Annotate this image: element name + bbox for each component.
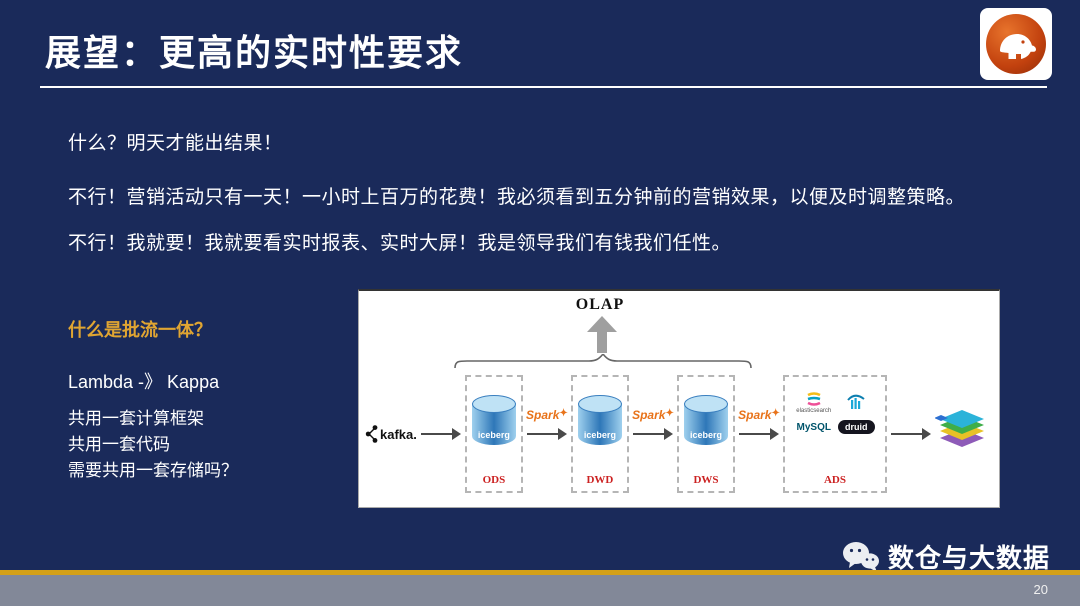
stage-dws: iceberg DWS (676, 375, 735, 493)
gold-divider (0, 570, 1080, 575)
left-point-1: 共用一套计算框架 (68, 409, 204, 428)
up-arrow-icon (587, 316, 617, 332)
iceberg-label: iceberg (583, 430, 616, 440)
kafka-label: kafka. (380, 426, 417, 442)
title-divider (40, 86, 1047, 88)
bottom-bar: 20 (0, 575, 1080, 606)
stage-label-dws: DWS (693, 474, 719, 486)
left-point-3: 需要共用一套存储吗？ (68, 461, 238, 480)
bi-layers-icon (934, 409, 989, 460)
stage-label-ods: ODS (482, 474, 506, 486)
olap-engine-icon (847, 394, 865, 409)
stage-label-dwd: DWD (586, 474, 614, 486)
druid-logo: druid (838, 420, 875, 434)
flow-arrow-spark: Spark✦ (738, 408, 780, 458)
brand-logo (980, 8, 1052, 80)
iceberg-icon: iceberg (471, 395, 516, 445)
spark-star-icon: ✦ (665, 408, 674, 419)
body-line-2: 不行！营销活动只有一天！一小时上百万的花费！我必须看到五分钟前的营销效果，以便及… (68, 187, 966, 208)
ads-tools: elasticsearch MySQL druid (792, 391, 879, 434)
account-name: 数仓与大数据 (887, 543, 1050, 573)
left-heading: 什么是批流一体？ (68, 320, 212, 340)
stage-label-ads: ADS (823, 474, 846, 486)
kafka-logo: kafka. (365, 424, 417, 444)
elasticsearch-label: elasticsearch (796, 408, 832, 414)
architecture-diagram-panel: OLAP kafka. iceberg (358, 289, 1000, 508)
iceberg-label: iceberg (689, 430, 722, 440)
flow-arrow (420, 410, 462, 458)
body-line-3: 不行！我就要！我就要看实时报表、实时大屏！我是领导我们有钱我们任性。 (68, 233, 732, 254)
left-point-2: 共用一套代码 (68, 435, 170, 454)
curly-brace-icon (454, 354, 752, 369)
stage-ads: elasticsearch MySQL druid ADS (783, 375, 887, 493)
flow-arrow-spark: Spark✦ (632, 408, 674, 458)
wechat-icon (842, 541, 879, 572)
spark-logo: Spark✦ (632, 408, 674, 422)
spark-logo: Spark✦ (738, 408, 780, 422)
left-points: 共用一套计算框架 共用一套代码 需要共用一套存储吗？ (68, 406, 238, 484)
elasticsearch-logo: elasticsearch (796, 391, 831, 414)
kafka-icon (365, 425, 378, 443)
elasticsearch-icon (807, 392, 821, 406)
wechat-account: 数仓与大数据 (842, 538, 1050, 575)
page-number: 20 (1033, 582, 1048, 597)
iceberg-label: iceberg (477, 430, 510, 440)
spark-star-icon: ✦ (771, 408, 780, 419)
stage-ods: iceberg ODS (464, 375, 523, 493)
iceberg-icon: iceberg (577, 395, 622, 445)
spark-star-icon: ✦ (559, 408, 568, 419)
lambda-kappa-line: Lambda -》 Kappa (68, 372, 220, 392)
mysql-logo: MySQL (796, 421, 831, 433)
iceberg-icon: iceberg (683, 395, 728, 445)
up-arrow-stem (597, 332, 607, 353)
flow-arrow-spark: Spark✦ (526, 408, 568, 458)
olap-label: OLAP (575, 296, 625, 313)
flow-arrow (890, 410, 932, 458)
spark-logo: Spark✦ (526, 408, 568, 422)
slide-title: 展望：更高的实时性要求 (45, 33, 464, 73)
body-line-1: 什么？明天才能出结果！ (68, 133, 283, 154)
pipeline-flow: kafka. iceberg ODS Spark✦ iceberg DWD (365, 371, 989, 497)
stage-dwd: iceberg DWD (570, 375, 629, 493)
elephant-logo-icon (986, 14, 1046, 74)
